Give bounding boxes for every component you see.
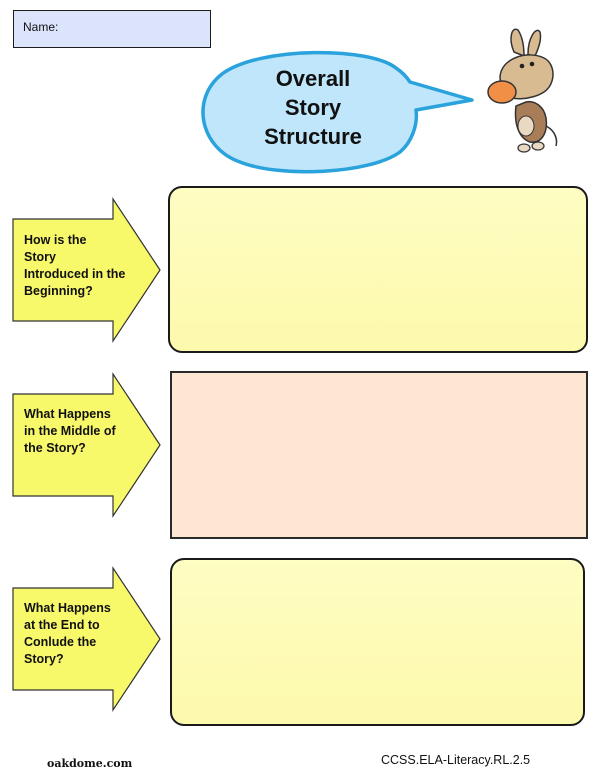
- prompt-line: at the End to: [24, 618, 100, 632]
- name-field[interactable]: Name:: [13, 10, 211, 48]
- prompt-line: Beginning?: [24, 284, 93, 298]
- beginning-answer-box[interactable]: [168, 186, 588, 353]
- site-credit: oakdome.com: [47, 757, 133, 770]
- cartoon-donkey-icon: [487, 28, 558, 153]
- prompt-line: Story: [24, 250, 56, 264]
- prompt-line: the Story?: [24, 441, 86, 455]
- title-line: Story: [284, 95, 342, 120]
- beginning-prompt: How is the Story Introduced in the Begin…: [24, 232, 144, 300]
- middle-prompt: What Happens in the Middle of the Story?: [24, 406, 144, 457]
- page-title: Overall Story Structure: [222, 64, 404, 151]
- middle-arrow: What Happens in the Middle of the Story?: [10, 372, 165, 518]
- prompt-line: in the Middle of: [24, 424, 116, 438]
- title-line: Overall: [275, 66, 351, 91]
- prompt-line: How is the: [24, 233, 87, 247]
- end-prompt: What Happens at the End to Conlude the S…: [24, 600, 144, 668]
- prompt-line: What Happens: [24, 407, 111, 421]
- prompt-line: What Happens: [24, 601, 111, 615]
- speech-bubble: [201, 50, 474, 174]
- end-arrow: What Happens at the End to Conlude the S…: [10, 566, 165, 712]
- prompt-line: Story?: [24, 652, 64, 666]
- title-line: Structure: [264, 124, 362, 149]
- prompt-line: Conlude the: [24, 635, 97, 649]
- name-label: Name:: [23, 20, 59, 34]
- middle-answer-box[interactable]: [170, 371, 588, 539]
- standard-code: CCSS.ELA-Literacy.RL.2.5: [381, 753, 531, 767]
- beginning-arrow: How is the Story Introduced in the Begin…: [10, 197, 165, 343]
- end-answer-box[interactable]: [170, 558, 585, 726]
- prompt-line: Introduced in the: [24, 267, 126, 281]
